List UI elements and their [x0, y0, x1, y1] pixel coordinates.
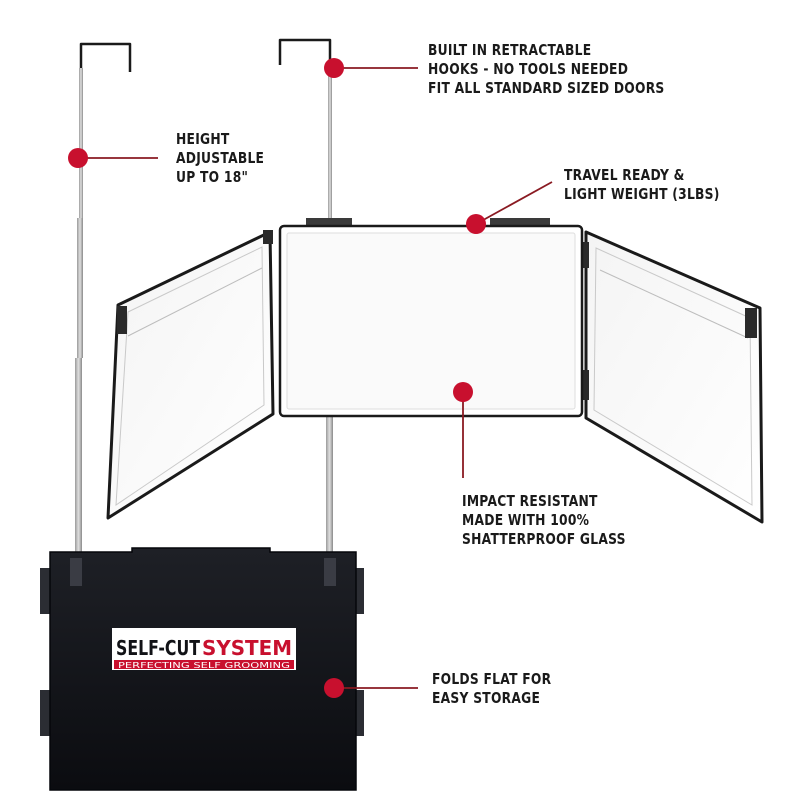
logo-word-system: SYSTEM	[202, 636, 292, 660]
height-marker	[68, 148, 88, 168]
right-wing-mirror	[580, 230, 764, 524]
callout-height: HEIGHT ADJUSTABLE UP TO 18"	[176, 130, 264, 187]
callout-hooks: BUILT IN RETRACTABLE HOOKS - NO TOOLS NE…	[428, 41, 665, 98]
callout-height-line-2: ADJUSTABLE	[176, 149, 265, 167]
callout-hooks-line-3: FIT ALL STANDARD SIZED DOORS	[428, 79, 665, 97]
callout-glass-line-1: IMPACT RESISTANT	[462, 492, 598, 510]
hooks-marker	[324, 58, 344, 78]
callout-hooks-line-1: BUILT IN RETRACTABLE	[428, 41, 592, 59]
leader-lines	[78, 67, 553, 689]
callout-travel-line-1: TRAVEL READY &	[564, 166, 685, 184]
callout-height-line-3: UP TO 18"	[176, 168, 249, 186]
left-wing-mirror	[106, 230, 275, 520]
left-telescoping-rod	[75, 68, 83, 588]
callout-hooks-line-2: HOOKS - NO TOOLS NEEDED	[428, 60, 629, 78]
storage-case	[40, 547, 364, 791]
right-hook-icon	[278, 38, 332, 68]
callout-travel: TRAVEL READY & LIGHT WEIGHT (3LBS)	[564, 166, 720, 204]
callout-glass-line-3: SHATTERPROOF GLASS	[462, 530, 626, 548]
folds-marker	[324, 678, 344, 698]
callout-folds-line-2: EASY STORAGE	[432, 689, 541, 707]
callout-folds: FOLDS FLAT FOR EASY STORAGE	[432, 670, 551, 708]
travel-marker	[466, 214, 486, 234]
callout-glass: IMPACT RESISTANT MADE WITH 100% SHATTERP…	[462, 492, 626, 549]
callout-travel-line-2: LIGHT WEIGHT (3LBS)	[564, 185, 720, 203]
center-mirror	[278, 218, 584, 418]
left-hook-icon	[79, 42, 132, 72]
callout-glass-line-2: MADE WITH 100%	[462, 511, 590, 529]
glass-marker	[453, 382, 473, 402]
callout-height-line-1: HEIGHT	[176, 130, 230, 148]
logo-tagline: PERFECTING SELF GROOMING	[118, 661, 290, 670]
logo-word-selfcut: SELF-CUT	[116, 636, 200, 660]
callout-folds-line-1: FOLDS FLAT FOR	[432, 670, 552, 688]
